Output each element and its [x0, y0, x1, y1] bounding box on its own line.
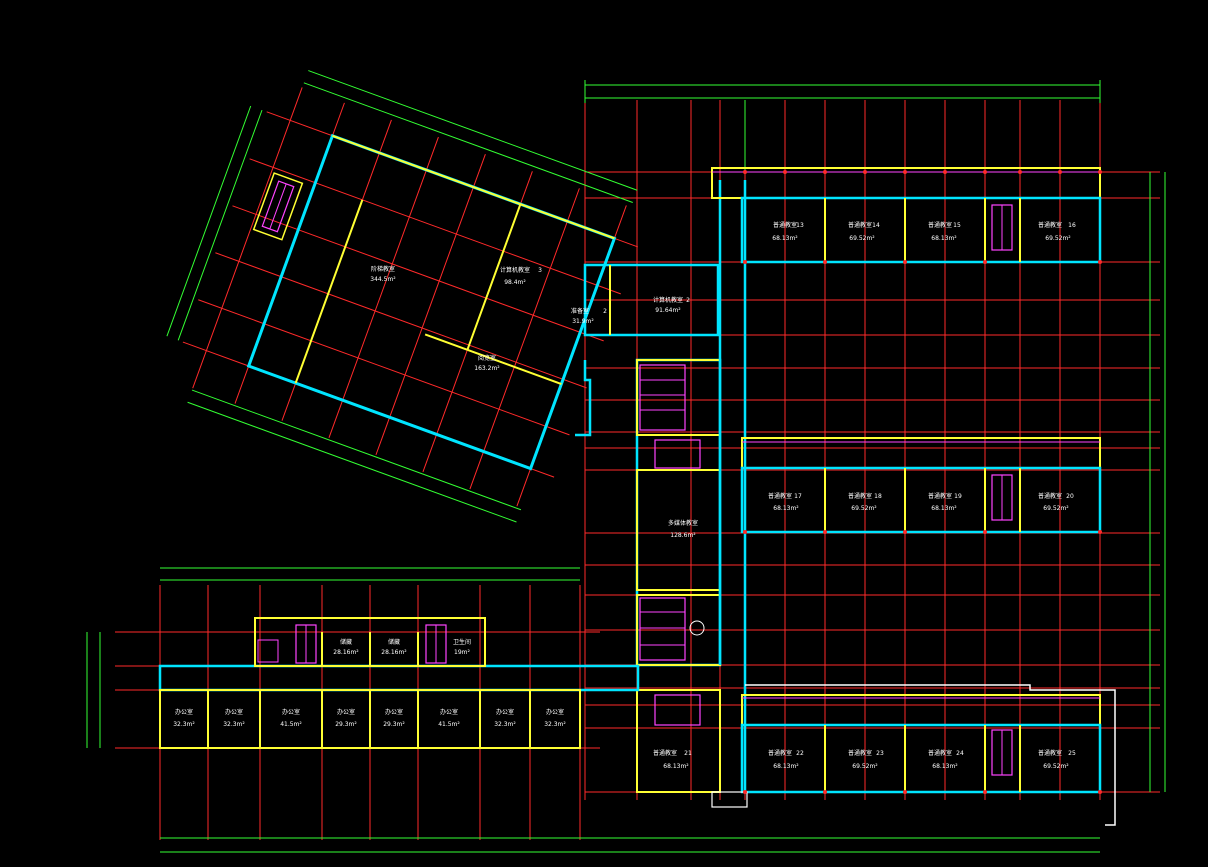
office-label: 办公室 — [546, 708, 564, 716]
room-label: 普通教室 — [1038, 492, 1062, 500]
room-label: 普通教室 — [848, 492, 872, 500]
room-area: 69.52m² — [1043, 505, 1069, 512]
room-number: 2 — [603, 308, 607, 315]
room-area: 68.13m² — [932, 763, 958, 770]
office-label: 办公室 — [496, 708, 514, 716]
office-label: 办公室 — [175, 708, 193, 716]
room-area: 69.52m² — [851, 505, 877, 512]
dimension-lines — [86, 80, 1166, 853]
room-area: 98.4m² — [504, 279, 526, 286]
office-wing — [158, 617, 640, 749]
column-markers — [743, 170, 1102, 794]
room-label: 普通教室 — [773, 221, 797, 229]
room-area: 91.64m² — [655, 307, 681, 314]
office-area: 29.3m² — [383, 721, 405, 728]
office-label: 办公室 — [440, 708, 458, 716]
office-labels: 办公室 32.3m² 办公室 32.3m² 办公室 41.5m² 办公室 29.… — [173, 638, 566, 728]
room-label: 普通教室 — [848, 749, 872, 757]
office-area: 41.5m² — [438, 721, 460, 728]
room-number: 21 — [684, 750, 692, 757]
room-number: 13 — [796, 222, 804, 229]
room-number: 20 — [1066, 493, 1074, 500]
room-area: 344.5m² — [370, 276, 396, 283]
room-area: 31.9m² — [572, 318, 594, 325]
office-area: 32.3m² — [223, 721, 245, 728]
room-number: 15 — [953, 222, 961, 229]
room-area: 69.52m² — [1043, 763, 1069, 770]
room-area: 69.52m² — [852, 763, 878, 770]
office-area: 28.16m² — [333, 649, 359, 656]
office-label: 办公室 — [337, 708, 355, 716]
room-number: 2 — [686, 297, 690, 304]
connector-block — [575, 263, 720, 437]
room-area: 69.52m² — [849, 235, 875, 242]
stair-icon — [639, 364, 686, 431]
office-label: 办公室 — [282, 708, 300, 716]
office-label: 储藏 — [340, 638, 352, 646]
room-label: 计算机教室 — [500, 266, 530, 274]
room-area: 69.52m² — [1045, 235, 1071, 242]
room-number: 19 — [954, 493, 962, 500]
office-area: 28.16m² — [381, 649, 407, 656]
room-label: 普通教室 — [1038, 221, 1062, 229]
room-number: 14 — [872, 222, 880, 229]
room-label: 普通教室 — [653, 749, 677, 757]
room-label: 普通教室 — [928, 492, 952, 500]
room-number: 18 — [874, 493, 882, 500]
room-label: 普通教室 — [768, 492, 792, 500]
office-label: 卫生间 — [453, 638, 471, 646]
room-label: 准备室 — [571, 307, 589, 315]
room-number: 17 — [794, 493, 802, 500]
room-area: 128.6m² — [670, 532, 696, 539]
dimension-lines-rotated — [166, 70, 638, 523]
room-area: 68.13m² — [773, 505, 799, 512]
rotated-wing — [246, 133, 617, 471]
office-area: 32.3m² — [173, 721, 195, 728]
office-area: 29.3m² — [335, 721, 357, 728]
office-area: 32.3m² — [544, 721, 566, 728]
room-label: 普通教室 — [848, 221, 872, 229]
office-label: 办公室 — [225, 708, 243, 716]
room-number: 25 — [1068, 750, 1076, 757]
room-number: 24 — [956, 750, 964, 757]
office-area: 41.5m² — [280, 721, 302, 728]
stair-icon — [639, 597, 686, 661]
office-area: 19m² — [454, 649, 470, 656]
room-label: 普通教室 — [928, 221, 952, 229]
classroom-row-middle — [740, 437, 1102, 534]
room-label: 普通教室 — [768, 749, 792, 757]
central-spine — [635, 180, 747, 792]
room-area: 68.13m² — [663, 763, 689, 770]
office-label: 储藏 — [388, 638, 400, 646]
room-area: 68.13m² — [773, 763, 799, 770]
room-area: 68.13m² — [931, 505, 957, 512]
room-area: 68.13m² — [931, 235, 957, 242]
room-number: 16 — [1068, 222, 1076, 229]
room-label: 多媒体教室 — [668, 519, 698, 527]
room-label: 阅览室 — [478, 354, 496, 362]
room-label: 计算机教室 — [653, 296, 683, 304]
room-number: 3 — [538, 267, 542, 274]
office-label: 办公室 — [385, 708, 403, 716]
room-number: 22 — [796, 750, 804, 757]
office-area: 32.3m² — [494, 721, 516, 728]
room-label: 阶梯教室 — [371, 265, 395, 273]
room-label: 普通教室 — [1038, 749, 1062, 757]
room-labels: 普通教室 13 68.13m² 普通教室 14 69.52m² 普通教室 15 … — [370, 221, 1076, 770]
room-label: 普通教室 — [928, 749, 952, 757]
classroom-row-bottom — [636, 684, 1116, 826]
room-area: 163.2m² — [474, 365, 500, 372]
room-area: 68.13m² — [772, 235, 798, 242]
room-number: 23 — [876, 750, 884, 757]
